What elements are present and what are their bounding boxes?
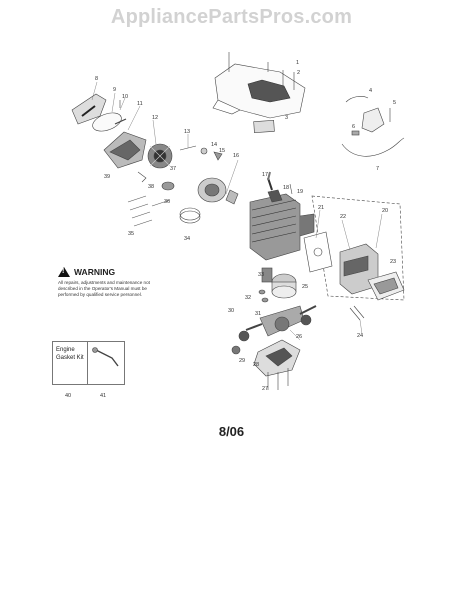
warning-title: ! WARNING [58, 267, 168, 277]
label-4: 4 [369, 88, 372, 94]
label-35: 35 [128, 231, 134, 237]
label-21: 21 [318, 205, 324, 211]
label-26: 26 [296, 334, 302, 340]
label-3: 3 [285, 115, 288, 121]
engine-gasket-kit-box: Engine Gasket Kit [52, 341, 88, 385]
ignition-module [361, 107, 385, 133]
cover-filter-pad [253, 119, 275, 134]
cylinder [249, 189, 315, 261]
label-2: 2 [297, 70, 300, 76]
tool-41 [95, 349, 119, 367]
label-19: 19 [297, 189, 303, 195]
label-11: 11 [137, 101, 143, 107]
label-30: 30 [228, 308, 234, 314]
label-1: 1 [296, 60, 299, 66]
label-7: 7 [376, 166, 379, 172]
label-31: 31 [255, 311, 261, 317]
bearing-left [238, 330, 250, 342]
engine-gasket-kit-label: Engine Gasket Kit [56, 347, 84, 361]
label-40: 40 [65, 393, 71, 399]
starter-housing [71, 93, 107, 125]
label-27: 27 [262, 386, 268, 392]
warning-title-text: WARNING [74, 267, 116, 277]
piston [271, 273, 297, 299]
revision-date: 8/06 [218, 424, 245, 439]
label-8: 8 [95, 76, 98, 82]
engine-cover-vent [247, 79, 291, 103]
flywheel [147, 143, 173, 169]
label-37: 37 [170, 166, 176, 172]
label-17: 17 [262, 172, 268, 178]
label-28: 28 [253, 362, 259, 368]
label-29: 29 [239, 358, 245, 364]
bearing-right [300, 314, 312, 326]
warning-icon: ! [58, 267, 70, 277]
label-9: 9 [113, 87, 116, 93]
label-15: 15 [219, 148, 225, 154]
label-5: 5 [393, 100, 396, 106]
label-38: 38 [148, 184, 154, 190]
label-36: 36 [164, 199, 170, 205]
starter-plate [92, 112, 122, 132]
warning-box: ! WARNING All repairs, adjustments and m… [58, 267, 168, 299]
tool-box [87, 341, 125, 385]
label-25: 25 [302, 284, 308, 290]
label-39: 39 [104, 174, 110, 180]
label-18: 18 [283, 185, 289, 191]
label-24: 24 [357, 333, 363, 339]
warning-text: All repairs, adjustments and maintenance… [58, 280, 150, 298]
label-41: 41 [100, 393, 106, 399]
muffler-gasket [303, 231, 333, 273]
label-23: 23 [390, 259, 396, 265]
label-6: 6 [352, 124, 355, 130]
ignition-wire [341, 137, 405, 157]
label-32: 32 [245, 295, 251, 301]
label-14: 14 [211, 142, 217, 148]
part-labels: 1 2 3 4 5 6 7 8 9 10 11 12 13 14 15 16 1… [65, 60, 396, 399]
mounting-bolts [127, 195, 171, 227]
label-13: 13 [184, 129, 190, 135]
clutch-drum [179, 207, 201, 221]
label-33: 33 [258, 272, 264, 278]
label-12: 12 [152, 115, 158, 121]
label-10: 10 [122, 94, 128, 100]
label-20: 20 [382, 208, 388, 214]
label-16: 16 [233, 153, 239, 159]
site-watermark: AppliancePartsPros.com [110, 6, 353, 28]
spark-plug [267, 171, 273, 191]
label-34: 34 [184, 236, 190, 242]
label-22: 22 [340, 214, 346, 220]
crankshaft [245, 305, 317, 337]
